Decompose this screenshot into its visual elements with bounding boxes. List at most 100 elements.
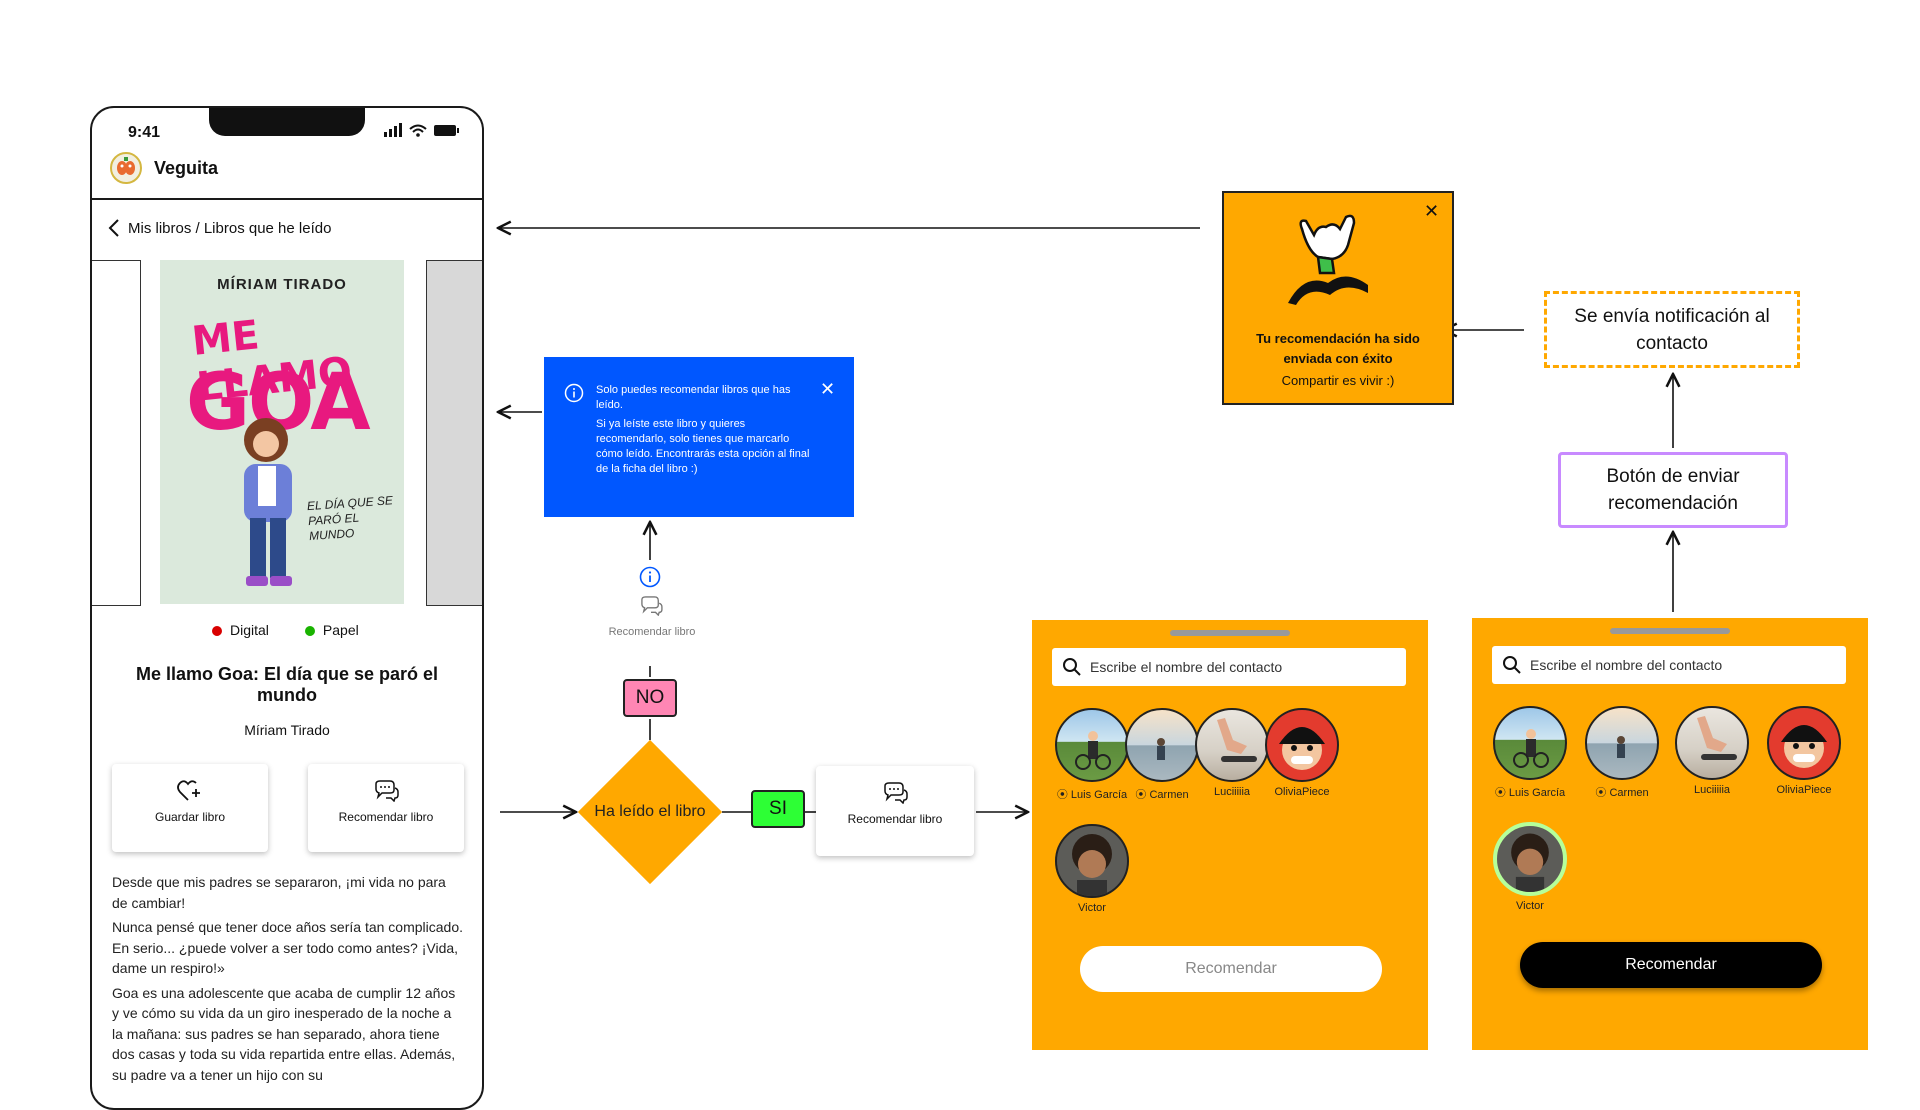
search-input[interactable]: Escribe el nombre del contacto xyxy=(1052,648,1406,686)
decision-diamond: Ha leído el libro xyxy=(577,739,723,885)
format-papel-dot xyxy=(304,626,315,637)
search-input[interactable]: Escribe el nombre del contacto xyxy=(1492,646,1846,684)
cover-illustration xyxy=(244,418,292,586)
send-button-note: Botón de enviar recomendación xyxy=(1558,452,1788,528)
decision-label: Ha leído el libro xyxy=(594,803,706,820)
book-title: Me llamo Goa: El día que se paró el mund… xyxy=(135,664,439,705)
sheet-grabber[interactable] xyxy=(1170,630,1290,636)
search-placeholder: Escribe el nombre del contacto xyxy=(1530,657,1723,673)
info-line-2: Si ya leíste este libro y quieres recome… xyxy=(596,418,810,475)
chat-bubbles-icon xyxy=(375,780,399,802)
contact-item[interactable]: ⦿ Carmen xyxy=(1122,708,1202,802)
recommend-button-disabled[interactable]: Recomendar xyxy=(1080,946,1382,992)
recommend-book-label: Recomendar libro xyxy=(847,812,943,826)
contact-name: ⦿ Carmen xyxy=(1595,787,1649,799)
search-icon xyxy=(1063,658,1081,676)
close-icon[interactable]: ✕ xyxy=(1424,201,1440,221)
book-cover: MÍRIAM TIRADO ME LLAMO GOA EL DÍA QUE SE… xyxy=(160,260,404,604)
contact-name: ⦿ Luis García xyxy=(1494,787,1566,799)
success-message: Tu recomendación ha sido enviada con éxi… xyxy=(1256,331,1420,366)
no-label: NO xyxy=(623,679,677,717)
contact-item[interactable]: ⦿ Luis García xyxy=(1052,708,1132,802)
avatar[interactable] xyxy=(1767,706,1841,780)
breadcrumb-text: Mis libros / Libros que he leído xyxy=(128,219,332,237)
avatar[interactable] xyxy=(1585,706,1659,780)
avatar[interactable] xyxy=(1493,822,1567,896)
status-time: 9:41 xyxy=(128,124,161,141)
breadcrumb[interactable]: Mis libros / Libros que he leído xyxy=(108,218,331,238)
contact-item[interactable]: ⦿ Carmen xyxy=(1582,706,1662,800)
contact-item[interactable]: Victor xyxy=(1052,824,1132,914)
description-paragraph: Desde que mis padres se separaron, ¡mi v… xyxy=(112,874,446,911)
recommend-button[interactable]: Recomendar xyxy=(1520,942,1822,988)
cover-subtitle: EL DÍA QUE SE PARÓ EL MUNDO xyxy=(306,493,394,544)
app-name: Veguita xyxy=(154,158,219,178)
format-digital-dot xyxy=(212,626,222,637)
header-divider xyxy=(92,198,482,200)
contact-name-text: Carmen xyxy=(1149,789,1189,801)
chevron-left-icon xyxy=(108,219,119,237)
book-author: Míriam Tirado xyxy=(244,722,330,738)
description-paragraph: Goa es una adolescente que acaba de cump… xyxy=(112,984,456,1083)
recommend-book-button[interactable]: Recomendar libro xyxy=(308,764,464,852)
si-label: SI xyxy=(751,790,805,828)
book-description: Desde que mis padres se separaron, ¡mi v… xyxy=(112,872,464,1089)
phone-notch xyxy=(209,108,365,136)
chat-bubbles-icon xyxy=(641,596,663,616)
contact-name: OliviaPiece xyxy=(1274,786,1330,798)
contact-name-text: Luis García xyxy=(1508,787,1566,799)
avatar[interactable] xyxy=(1055,824,1129,898)
contact-item-selected[interactable]: Victor xyxy=(1490,822,1570,912)
notification-note: Se envía notificación al contacto xyxy=(1544,291,1800,368)
contact-item[interactable]: Luciiiiia xyxy=(1672,706,1752,796)
info-icon[interactable] xyxy=(639,566,661,588)
save-book-button[interactable]: Guardar libro xyxy=(112,764,268,852)
format-papel-label: Papel xyxy=(322,622,359,638)
avatar[interactable] xyxy=(1265,708,1339,782)
avatar[interactable] xyxy=(1125,708,1199,782)
avatar[interactable] xyxy=(1493,706,1567,780)
phone-screen: 9:41 Veguita Mis libros / Libros que he … xyxy=(90,106,484,1110)
contact-item[interactable]: OliviaPiece xyxy=(1262,708,1342,798)
description-paragraph: Nunca pensé que tener doce años sería ta… xyxy=(112,919,464,976)
recommend-disabled-label: Recomendar libro xyxy=(608,626,696,638)
search-icon xyxy=(1503,656,1521,674)
contact-name: OliviaPiece xyxy=(1776,784,1832,796)
contact-name-text: Carmen xyxy=(1609,787,1649,799)
contact-item[interactable]: ⦿ Luis García xyxy=(1490,706,1570,800)
shaka-hand-icon xyxy=(1288,214,1368,305)
contact-name: Luciiiiia xyxy=(1693,784,1731,796)
carousel-next-cover[interactable] xyxy=(426,260,482,606)
contact-name: Victor xyxy=(1516,900,1544,912)
contact-item[interactable]: OliviaPiece xyxy=(1764,706,1844,796)
status-icons xyxy=(384,123,459,137)
contact-name: Luciiiiia xyxy=(1213,786,1251,798)
close-icon[interactable]: ✕ xyxy=(820,379,836,399)
save-book-label: Guardar libro xyxy=(154,810,226,824)
info-line-1: Solo puedes recomendar libros que has le… xyxy=(596,384,791,411)
heart-plus-icon xyxy=(177,780,200,801)
recommend-book-label: Recomendar libro xyxy=(338,810,434,824)
avatar[interactable] xyxy=(1195,708,1269,782)
info-icon xyxy=(564,383,584,403)
format-papel: Papel xyxy=(304,622,359,638)
success-toast: ✕ Tu recomendación ha sido enviada con é… xyxy=(1222,191,1454,405)
contact-item[interactable]: Luciiiiia xyxy=(1192,708,1272,798)
sheet-grabber[interactable] xyxy=(1610,628,1730,634)
cover-author: MÍRIAM TIRADO xyxy=(217,276,347,293)
format-digital: Digital xyxy=(212,622,269,638)
avatar[interactable] xyxy=(1675,706,1749,780)
contact-picker-panel: Escribe el nombre del contacto ⦿ Luis Ga… xyxy=(1032,620,1428,1050)
avatar[interactable] xyxy=(1055,708,1129,782)
carousel-prev-cover[interactable] xyxy=(92,260,141,606)
info-text: Solo puedes recomendar libros que has le… xyxy=(596,383,812,481)
contact-name: ⦿ Luis García xyxy=(1056,789,1128,801)
recommend-book-button[interactable]: Recomendar libro xyxy=(816,766,974,856)
app-logo-icon xyxy=(110,152,142,184)
contact-name: ⦿ Carmen xyxy=(1135,789,1189,801)
contact-picker-panel-selected: Escribe el nombre del contacto ⦿ Luis Ga… xyxy=(1472,618,1868,1050)
info-toast: Solo puedes recomendar libros que has le… xyxy=(544,357,854,517)
contact-name: Victor xyxy=(1078,902,1106,914)
format-legend: Digital Papel xyxy=(212,622,359,638)
search-placeholder: Escribe el nombre del contacto xyxy=(1090,659,1283,675)
